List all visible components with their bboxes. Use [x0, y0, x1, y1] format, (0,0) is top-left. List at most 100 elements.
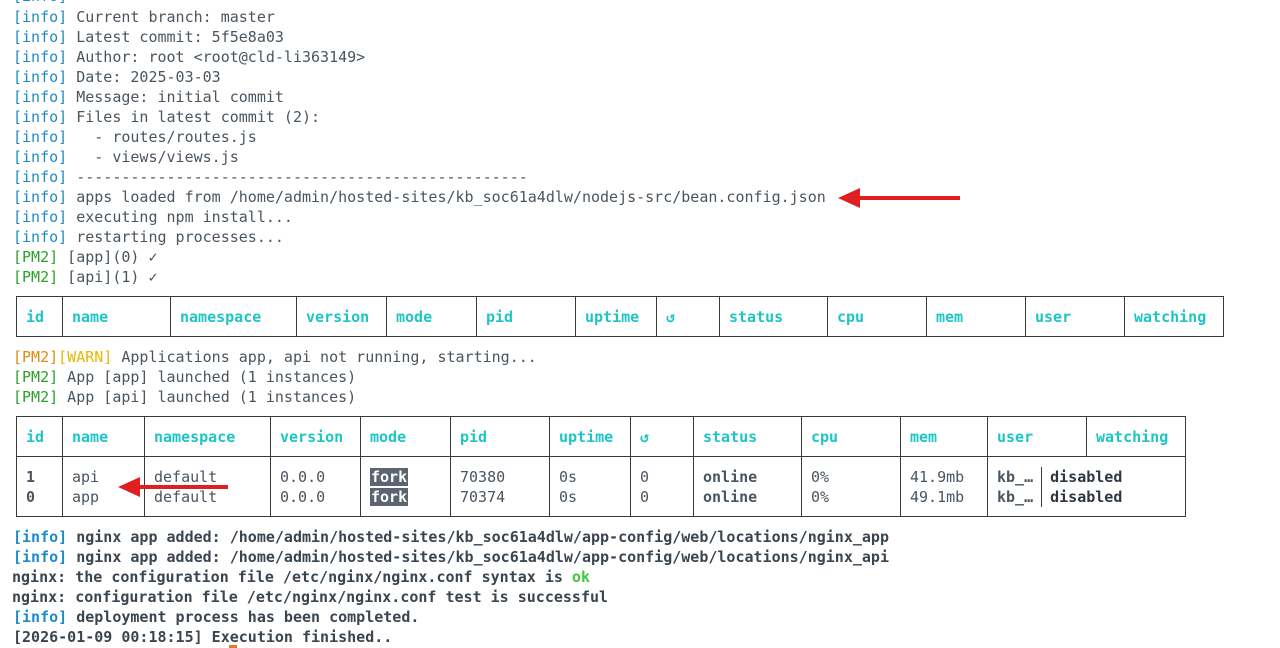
info-tag: [info] — [13, 108, 68, 126]
log-text: - views/views.js — [67, 148, 239, 166]
info-tag: [info] — [13, 148, 68, 166]
log-line: [info] - routes/routes.js — [13, 127, 257, 147]
user-value: kb_… — [997, 486, 1043, 507]
cell-user-watching: kb_…disabled kb_…disabled — [987, 456, 1186, 517]
info-tag: [info] — [13, 168, 68, 186]
info-tag: [info] — [13, 8, 68, 26]
log-line: [info] Files in latest commit (2): — [13, 107, 320, 127]
pm2-line: [PM2] [app](0) ✓ — [13, 247, 158, 267]
col-version: version — [296, 296, 387, 337]
log-text: Date: 2025-03-03 — [67, 68, 221, 86]
log-text: [api](1) ✓ — [58, 268, 158, 286]
mode-badge: fork — [370, 467, 409, 486]
col-uptime: uptime — [575, 296, 657, 337]
log-text: nginx: configuration file /etc/nginx/ngi… — [12, 588, 609, 606]
col-name: name — [62, 416, 145, 457]
log-text: apps loaded from /home/admin/hosted-site… — [67, 188, 826, 206]
col-user: user — [1025, 296, 1125, 337]
log-text: deployment process has been completed. — [67, 608, 420, 626]
cell-cpu: 0%0% — [801, 456, 901, 517]
log-text: [2026-01-09 00:18:15] Execution finished… — [13, 628, 393, 646]
log-line: [info] nginx app added: /home/admin/host… — [13, 527, 889, 547]
col-user: user — [987, 416, 1087, 457]
info-tag: [info] — [13, 208, 68, 226]
log-line: [info] Author: root <root@cld-li363149> — [13, 47, 365, 67]
log-line: [info] executing npm install... — [13, 207, 293, 227]
col-status: status — [693, 416, 802, 457]
log-text: nginx app added: /home/admin/hosted-site… — [67, 548, 889, 566]
pm2-line: [PM2] App [app] launched (1 instances) — [13, 367, 356, 387]
col-pid: pid — [476, 296, 576, 337]
col-namespace: namespace — [170, 296, 297, 337]
col-uptime: uptime — [549, 416, 631, 457]
log-line: [info] - views/views.js — [13, 147, 239, 167]
pm2-line: [PM2] App [api] launched (1 instances) — [13, 387, 356, 407]
process-table: id name namespace version mode pid uptim… — [16, 416, 1186, 517]
log-text: - routes/routes.js — [67, 128, 257, 146]
log-line: [info] ---------------------------------… — [13, 167, 528, 187]
pm2-tag: [PM2] — [13, 248, 59, 266]
log-text: ----------------------------------------… — [67, 168, 528, 186]
watching-value: disabled — [1050, 487, 1123, 506]
col-id: id — [16, 296, 63, 337]
log-line-config-path: [info] apps loaded from /home/admin/host… — [13, 187, 826, 207]
log-text: Message: initial commit — [67, 88, 284, 106]
warn-tag: [WARN] — [58, 348, 113, 366]
col-restarts: ↺ — [656, 296, 720, 337]
info-tag: [info] — [13, 188, 68, 206]
col-cpu: cpu — [801, 416, 901, 457]
table-header-row: id name namespace version mode pid uptim… — [16, 296, 1224, 337]
col-watching: watching — [1086, 416, 1186, 457]
col-version: version — [270, 416, 361, 457]
table-header-row: id name namespace version mode pid uptim… — [16, 416, 1186, 457]
log-text: App [api] launched (1 instances) — [58, 388, 357, 406]
log-line: nginx: the configuration file /etc/nginx… — [12, 567, 590, 587]
log-text: Applications app, api not running, start… — [112, 348, 537, 366]
col-mode: mode — [360, 416, 451, 457]
info-tag: [info] — [13, 548, 68, 566]
log-text: Latest commit: 5f5e8a03 — [67, 28, 284, 46]
info-tag: [info] — [13, 88, 68, 106]
log-line: [info] Current branch: master — [13, 7, 275, 27]
log-line: [info] deployment process has been compl… — [13, 607, 419, 627]
pm2-tag: [PM2] — [13, 348, 59, 366]
col-mode: mode — [386, 296, 477, 337]
mode-badge: fork — [370, 487, 409, 506]
col-mem: mem — [926, 296, 1026, 337]
log-line: [info] nginx app added: /home/admin/host… — [13, 547, 889, 567]
log-text: Current branch: master — [67, 8, 275, 26]
log-line: [info] Message: initial commit — [13, 87, 284, 107]
info-tag: [info] — [13, 28, 68, 46]
info-tag: [info] — [13, 48, 68, 66]
annotation-arrow-icon — [838, 188, 960, 208]
log-line-clipped: [info] — [13, 0, 67, 6]
ok-text: ok — [571, 568, 590, 586]
log-line: nginx: configuration file /etc/nginx/ngi… — [12, 587, 608, 607]
pm2-tag: [PM2] — [13, 268, 59, 286]
col-status: status — [719, 296, 828, 337]
col-cpu: cpu — [827, 296, 927, 337]
info-tag: [info] — [13, 128, 68, 146]
col-mem: mem — [900, 416, 988, 457]
log-line: [info] Latest commit: 5f5e8a03 — [13, 27, 284, 47]
info-tag: [info] — [13, 68, 68, 86]
col-id: id — [16, 416, 63, 457]
col-pid: pid — [450, 416, 550, 457]
col-namespace: namespace — [144, 416, 271, 457]
col-restarts: ↺ — [630, 416, 694, 457]
log-text: nginx: the configuration file /etc/nginx… — [12, 568, 572, 586]
info-tag: [info] — [13, 608, 68, 626]
log-text: nginx app added: /home/admin/hosted-site… — [67, 528, 889, 546]
log-text: executing npm install... — [67, 208, 293, 226]
text-cursor — [229, 645, 237, 648]
log-text: Author: root <root@cld-li363149> — [67, 48, 366, 66]
info-tag: [info] — [13, 0, 67, 5]
